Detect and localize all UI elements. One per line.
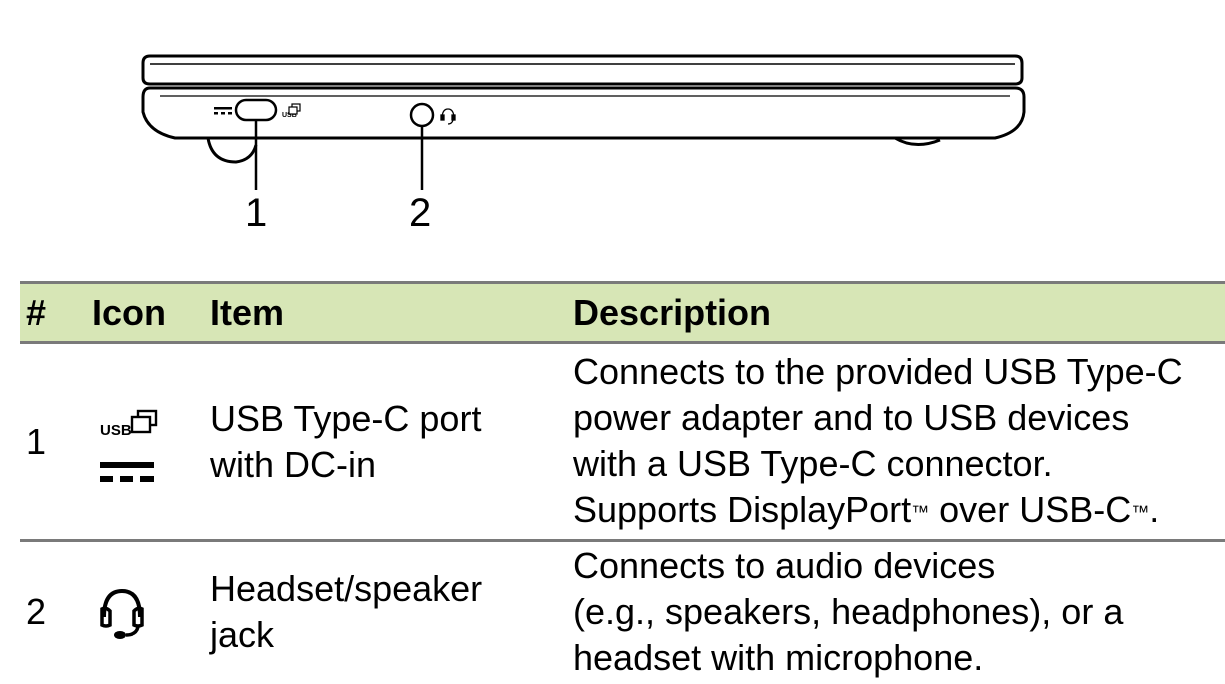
item-text-line: jack bbox=[210, 614, 275, 656]
description-text: . bbox=[1149, 488, 1160, 530]
dc-in-mark bbox=[214, 107, 232, 115]
usb-display-mark: USB bbox=[282, 103, 301, 119]
headset-mark bbox=[440, 108, 456, 125]
trademark-symbol: ™ bbox=[911, 501, 930, 522]
laptop-side-view-figure: USB 1 2 bbox=[0, 0, 1225, 260]
svg-text:USB: USB bbox=[282, 112, 297, 119]
item-cell: USB Type-C port with DC-in bbox=[210, 343, 573, 541]
header-icon: Icon bbox=[92, 291, 167, 333]
callout-number-2: 2 bbox=[409, 191, 432, 235]
dc-in-icon bbox=[100, 462, 154, 482]
header-description: Description bbox=[573, 291, 772, 333]
usb-display-icon: USB bbox=[100, 409, 158, 439]
usb-c-port bbox=[234, 98, 278, 122]
table-row: 2 Headset/speaker jack Connects to audio… bbox=[20, 541, 1225, 683]
item-text-line: with DC-in bbox=[210, 443, 377, 485]
row-number: 2 bbox=[26, 591, 47, 633]
description-line: headset with microphone. bbox=[573, 637, 984, 679]
icon-cell bbox=[92, 541, 210, 683]
header-item: Item bbox=[210, 291, 285, 333]
description-line: power adapter and to USB devices bbox=[573, 396, 1130, 438]
description-line: Connects to the provided USB Type-C bbox=[573, 350, 1183, 392]
headset-icon bbox=[100, 589, 144, 640]
ports-table: # Icon Item Description 1 USB bbox=[20, 281, 1225, 683]
laptop-lid bbox=[141, 54, 1024, 86]
trademark-symbol: ™ bbox=[1131, 501, 1150, 522]
row-number: 1 bbox=[26, 420, 47, 462]
item-cell: Headset/speaker jack bbox=[210, 541, 573, 683]
icon-cell: USB bbox=[92, 343, 210, 541]
laptop-base bbox=[141, 86, 1026, 140]
table-header-row: # Icon Item Description bbox=[20, 282, 1225, 343]
audio-jack bbox=[409, 102, 435, 128]
description-text: Supports DisplayPort bbox=[573, 488, 912, 530]
description-cell: Connects to the provided USB Type-C powe… bbox=[573, 343, 1225, 541]
laptop-side-view-drawing: USB bbox=[141, 54, 1026, 190]
description-line: (e.g., speakers, headphones), or a bbox=[573, 591, 1124, 633]
description-line: Connects to audio devices bbox=[573, 545, 996, 587]
laptop-foot-right bbox=[894, 136, 941, 146]
header-number: # bbox=[26, 291, 47, 333]
usb-icon-text: USB bbox=[100, 422, 132, 439]
description-line-last: Supports DisplayPort™ over USB-C™. bbox=[573, 487, 1225, 535]
callout-number-1: 1 bbox=[245, 191, 268, 235]
description-text: over USB-C bbox=[929, 488, 1132, 530]
description-line: with a USB Type-C connector. bbox=[573, 442, 1053, 484]
table-row: 1 USB USB Type-C port with DC-in bbox=[20, 343, 1225, 541]
item-text-line: USB Type-C port bbox=[210, 397, 482, 439]
item-text-line: Headset/speaker bbox=[210, 568, 483, 610]
laptop-foot-left bbox=[206, 137, 258, 164]
description-cell: Connects to audio devices (e.g., speaker… bbox=[573, 541, 1225, 683]
